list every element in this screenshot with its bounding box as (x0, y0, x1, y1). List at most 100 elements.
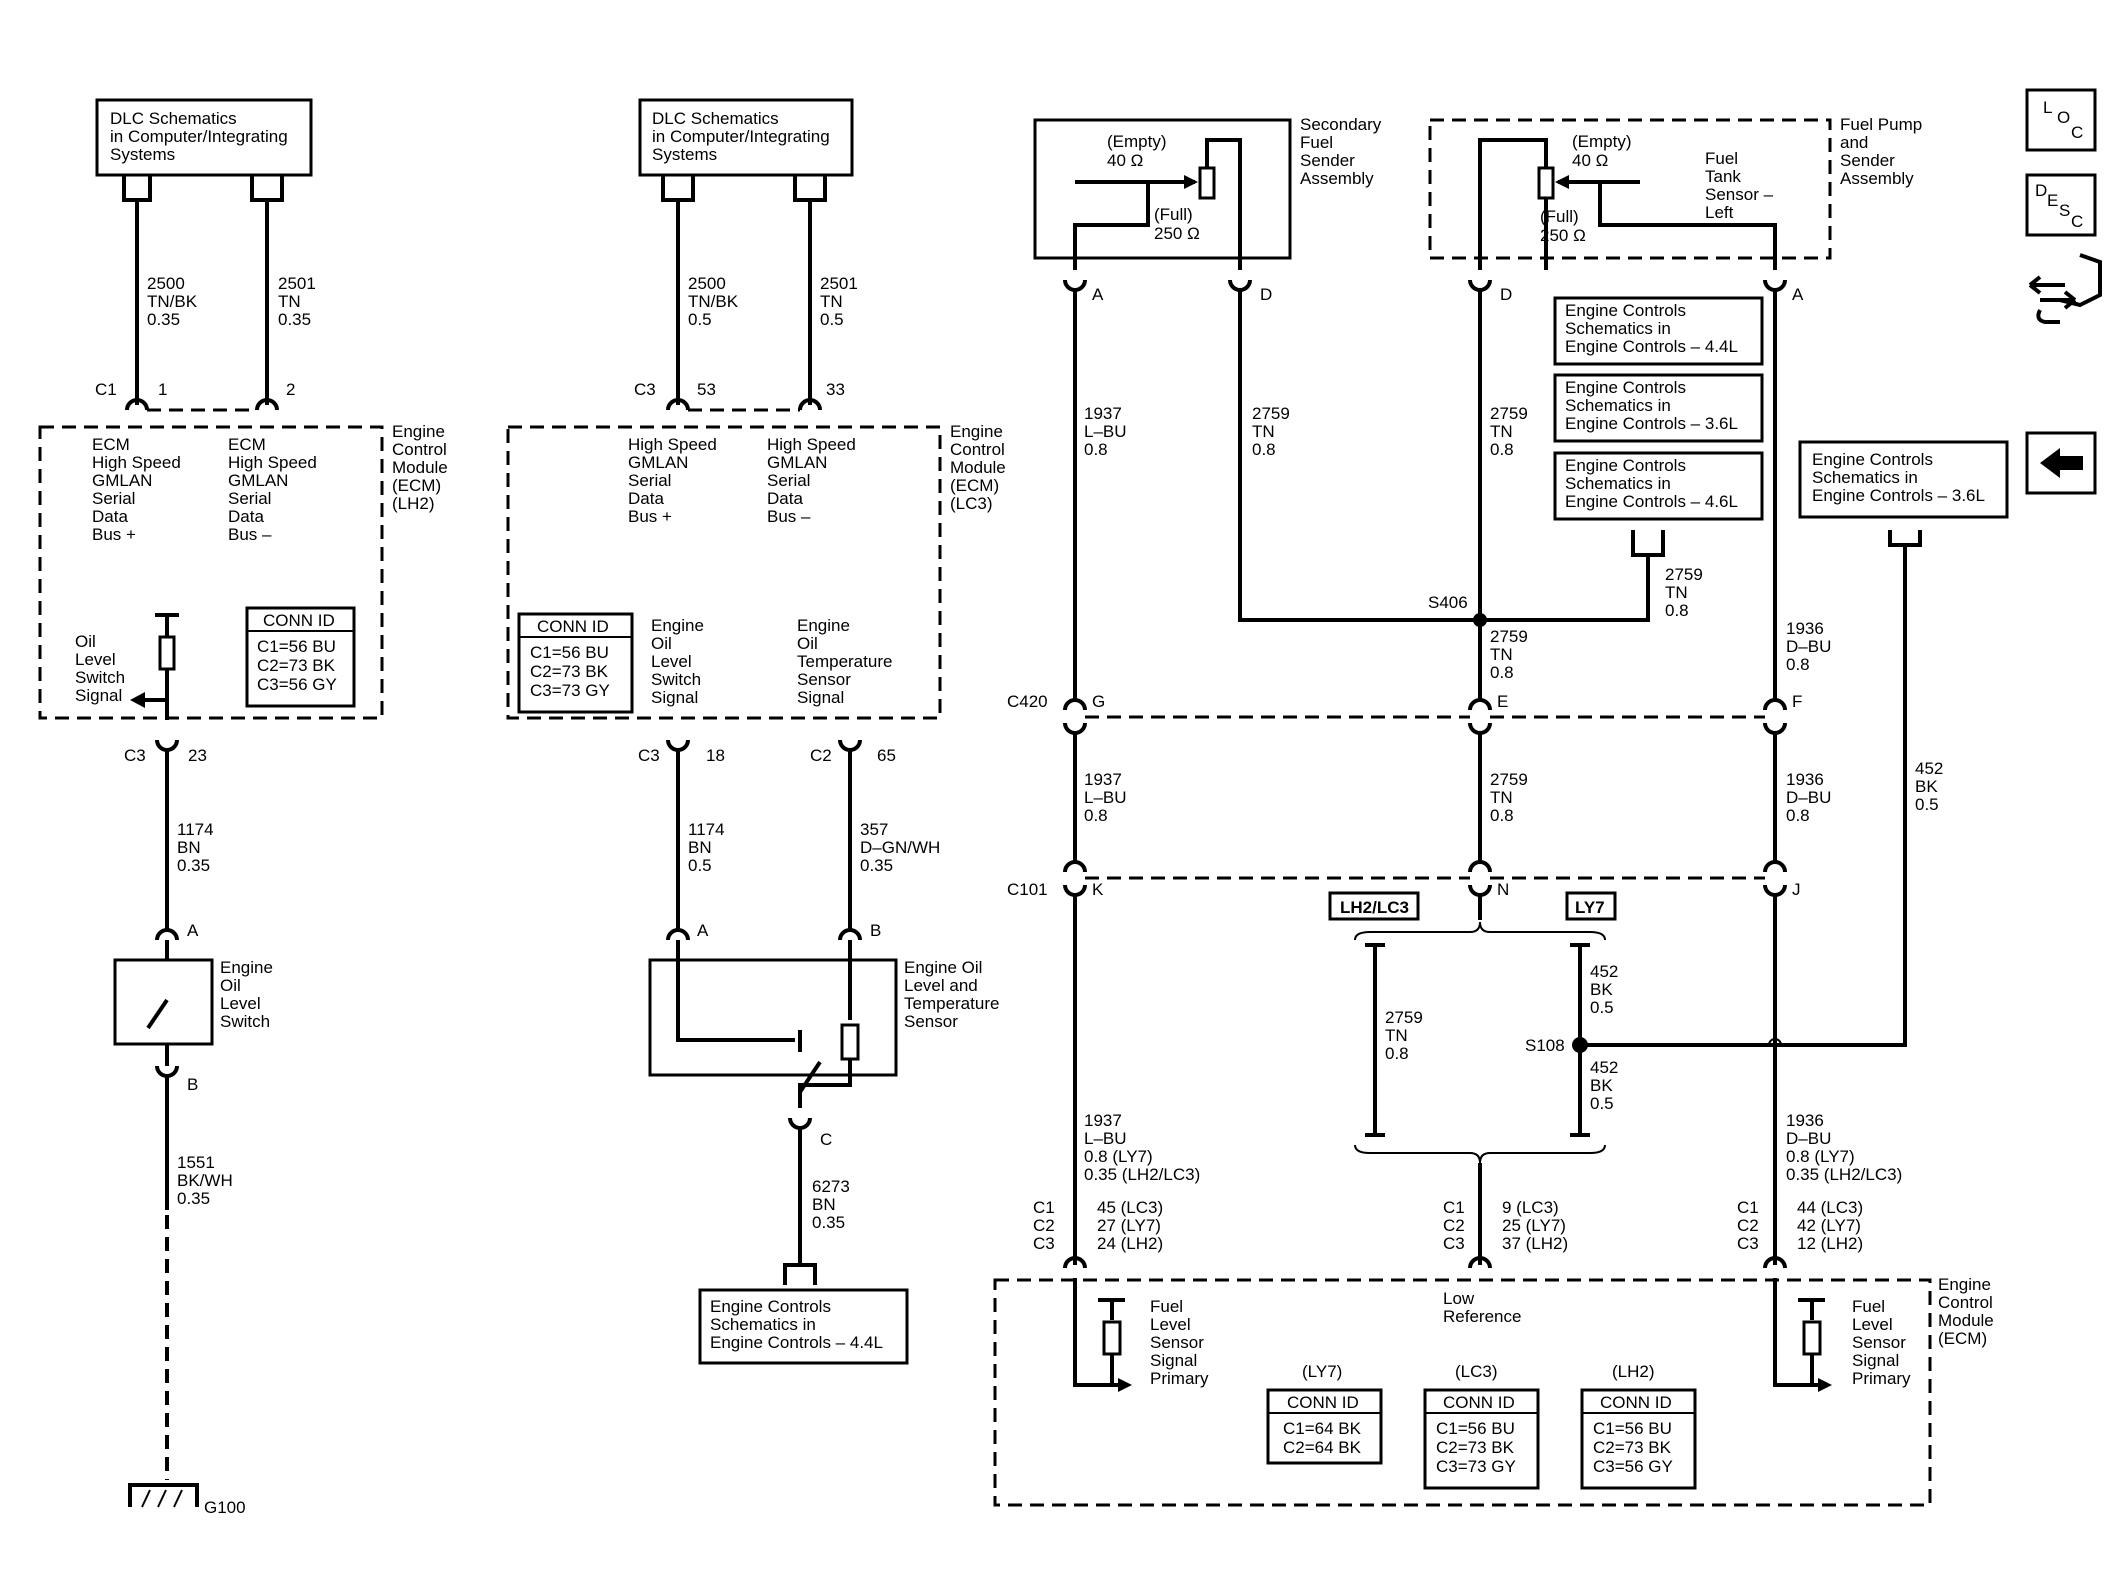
text-line: 12 (LH2) (1797, 1234, 1863, 1253)
text-line: C1 (1737, 1198, 1759, 1217)
text-line: Engine (651, 616, 704, 635)
c420-pin-f: F (1792, 692, 1802, 711)
switch-pin-a: A (187, 921, 199, 940)
svg-text:S: S (2059, 201, 2070, 220)
text-line: Oil (220, 976, 241, 995)
text-line: Fuel (1150, 1297, 1183, 1316)
text-line: Engine Controls (710, 1297, 831, 1316)
pin-65: 65 (877, 746, 896, 765)
text-line: Sensor (904, 1012, 958, 1031)
text-line: 0.8 (1490, 440, 1514, 459)
ec-3-6l-reference-right[interactable] (1798, 440, 2009, 519)
text-line: GMLAN (628, 453, 688, 472)
option-bracket-top (1354, 921, 1606, 941)
text-line: Secondary (1300, 115, 1382, 134)
text-line: Signal (75, 686, 122, 705)
text-line: Control (392, 440, 447, 459)
ec-3-6l-reference[interactable] (1553, 373, 1764, 443)
text-line: ECM (228, 435, 266, 454)
text-line: L–BU (1084, 422, 1127, 441)
conn-id-lc3 (517, 612, 634, 714)
text-line: 0.5 (820, 310, 844, 329)
text-line: Bus + (92, 525, 136, 544)
connector-c1: C1 (95, 380, 117, 399)
text-line: DLC Schematics (110, 109, 237, 128)
connector-c420: C420 (1007, 692, 1048, 711)
dlc-reference-box-2[interactable] (638, 98, 854, 177)
text-line: C1 (1443, 1198, 1465, 1217)
svg-text:C: C (2071, 123, 2083, 142)
connector-hand-icon[interactable] (2028, 253, 2102, 324)
text-line: 0.35 (177, 856, 210, 875)
text-line: Engine (392, 422, 445, 441)
text-line: C2=73 BK (1436, 1438, 1515, 1457)
dlc-reference-box-1[interactable] (95, 98, 313, 177)
text-line: C1=56 BU (530, 643, 609, 662)
text-line: C1 (1033, 1198, 1055, 1217)
text-line: Engine Controls – 3.6L (1812, 486, 1985, 505)
text-line: Sensor (1852, 1333, 1906, 1352)
switch-pin-b: B (187, 1075, 198, 1094)
text-line: 0.8 (1786, 806, 1810, 825)
description-icon[interactable]: D E S C (2025, 173, 2097, 237)
text-line: C3=73 GY (530, 681, 610, 700)
sensor-pin-a: A (697, 921, 709, 940)
text-line: C1=64 BK (1283, 1419, 1362, 1438)
text-line: 1936 (1786, 770, 1824, 789)
text-line: 27 (LY7) (1097, 1216, 1161, 1235)
splice-s406-label: S406 (1428, 593, 1468, 612)
text-line: Serial (628, 471, 671, 490)
text-line: C2=73 BK (1593, 1438, 1672, 1457)
text-line: 6273 (812, 1177, 850, 1196)
text-line: 0.35 (812, 1213, 845, 1232)
text-line: Level (75, 650, 116, 669)
text-line: 0.8 (1786, 655, 1810, 674)
text-line: Serial (767, 471, 810, 490)
connector-c3: C3 (124, 746, 146, 765)
text-line: and (1840, 133, 1868, 152)
text-line: Schematics in (1565, 319, 1671, 338)
text-line: Oil (75, 632, 96, 651)
conn-id-lh2b-head: (LH2) (1612, 1362, 1655, 1381)
text-line: 250 Ω (1540, 226, 1586, 245)
ec-4-4l-reference[interactable] (1553, 296, 1764, 366)
text-line: 0.8 (1084, 440, 1108, 459)
conn-id-lc3-bottom (1423, 1388, 1540, 1490)
text-line: Assembly (1300, 169, 1374, 188)
text-line: Engine Controls – 4.6L (1565, 492, 1738, 511)
text-line: ECM (92, 435, 130, 454)
text-line: 2500 (688, 274, 726, 293)
text-line: Systems (652, 145, 717, 164)
text-line: C1=56 BU (1436, 1419, 1515, 1438)
pin-18: 18 (706, 746, 725, 765)
text-line: Engine Controls (1565, 378, 1686, 397)
text-line: 452 (1915, 759, 1943, 778)
text-line: 0.8 (1385, 1044, 1409, 1063)
text-line: Engine Controls (1565, 456, 1686, 475)
ec-4-6l-reference[interactable] (1553, 451, 1764, 521)
text-line: Serial (228, 489, 271, 508)
text-line: TN (1490, 788, 1513, 807)
location-icon[interactable]: L O C (2025, 88, 2097, 152)
option-ly7-label: LY7 (1575, 898, 1605, 917)
text-line: 0.8 (1252, 440, 1276, 459)
text-line: Low (1443, 1289, 1475, 1308)
back-arrow-icon[interactable] (2025, 431, 2097, 495)
text-line: C3=73 GY (1436, 1457, 1516, 1476)
ec-4-4l-reference-bottom[interactable] (698, 1288, 909, 1365)
text-line: Temperature (904, 994, 999, 1013)
